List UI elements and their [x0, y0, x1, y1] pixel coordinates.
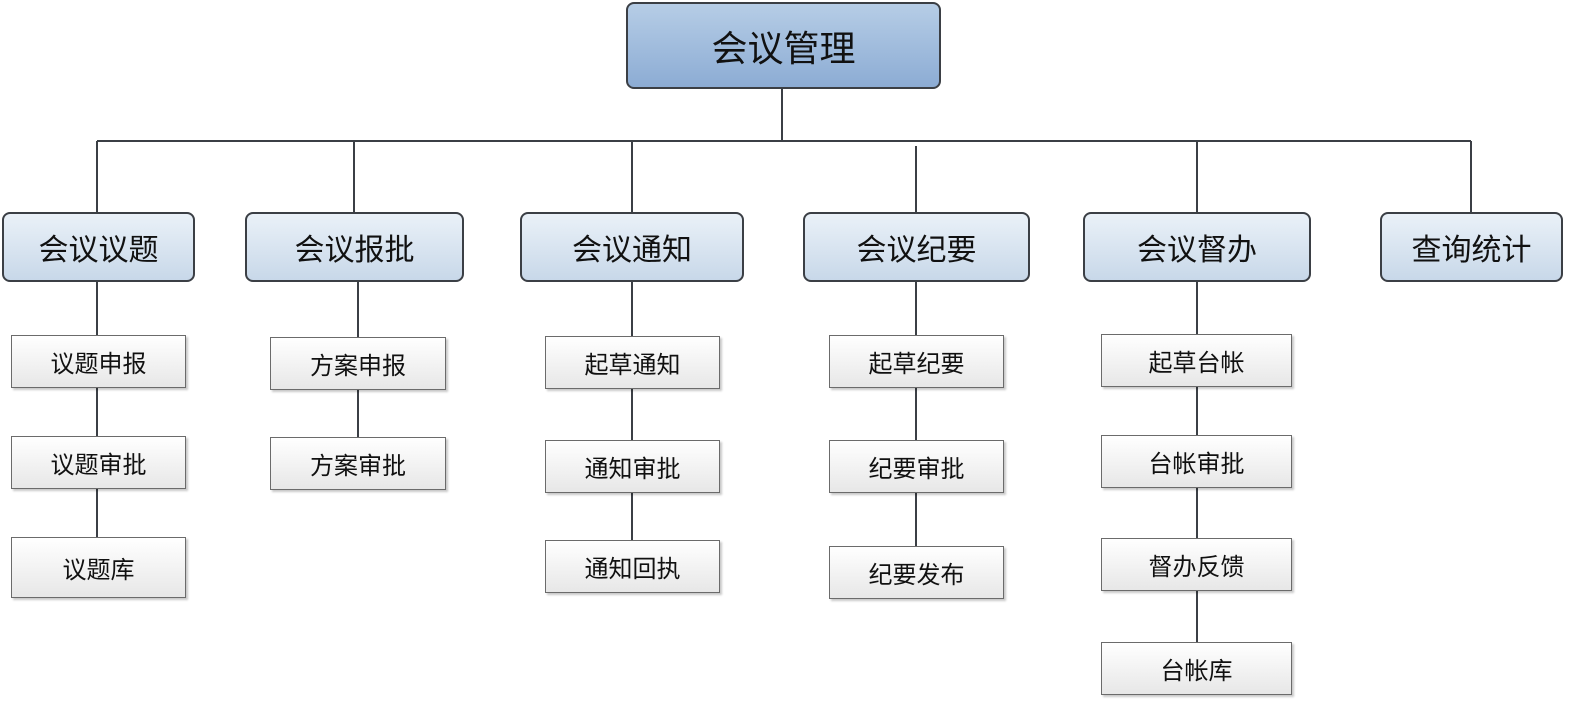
leaf-node[interactable]: 纪要发布 [829, 546, 1004, 599]
leaf-node[interactable]: 纪要审批 [829, 440, 1004, 493]
category-node-meeting-notice[interactable]: 会议通知 [520, 212, 744, 282]
leaf-node[interactable]: 方案申报 [270, 337, 446, 390]
leaf-node[interactable]: 起草通知 [545, 336, 720, 389]
leaf-node[interactable]: 通知回执 [545, 540, 720, 593]
category-node-meeting-supervision[interactable]: 会议督办 [1083, 212, 1311, 282]
leaf-node[interactable]: 通知审批 [545, 440, 720, 493]
leaf-node[interactable]: 台帐审批 [1101, 435, 1292, 488]
leaf-node[interactable]: 方案审批 [270, 437, 446, 490]
leaf-node[interactable]: 议题审批 [11, 436, 186, 489]
leaf-node[interactable]: 督办反馈 [1101, 538, 1292, 591]
leaf-node[interactable]: 议题库 [11, 537, 186, 598]
leaf-node[interactable]: 议题申报 [11, 335, 186, 388]
root-node[interactable]: 会议管理 [626, 2, 941, 89]
category-node-meeting-minutes[interactable]: 会议纪要 [803, 212, 1030, 282]
leaf-node[interactable]: 起草台帐 [1101, 334, 1292, 387]
leaf-node[interactable]: 台帐库 [1101, 642, 1292, 695]
category-node-meeting-topics[interactable]: 会议议题 [2, 212, 195, 282]
category-node-query-statistics[interactable]: 查询统计 [1380, 212, 1563, 282]
category-node-meeting-approval[interactable]: 会议报批 [245, 212, 464, 282]
leaf-node[interactable]: 起草纪要 [829, 335, 1004, 388]
